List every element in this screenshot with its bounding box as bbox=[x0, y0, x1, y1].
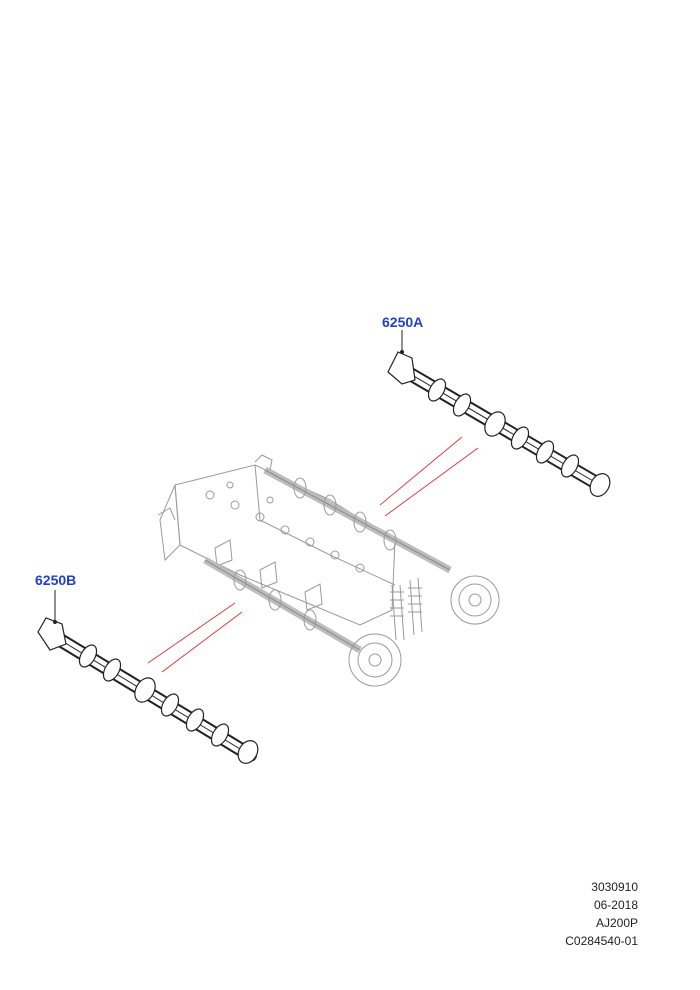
camshaft-a-illustration bbox=[387, 351, 611, 497]
callout-part-6250a[interactable]: 6250A bbox=[382, 314, 424, 330]
location-line-b2 bbox=[161, 611, 243, 673]
callout-b-dot bbox=[53, 620, 57, 624]
cylinder-head-illustration bbox=[157, 454, 500, 687]
callout-part-6250b[interactable]: 6250B bbox=[35, 572, 77, 588]
location-line-a2 bbox=[384, 447, 479, 517]
diagram-metadata: 3030910 06-2018 AJ200P C0284540-01 bbox=[498, 878, 638, 950]
location-line-b1 bbox=[147, 602, 236, 664]
meta-line-3: AJ200P bbox=[595, 916, 638, 930]
location-line-a1 bbox=[379, 436, 463, 506]
meta-line-2: 06-2018 bbox=[593, 898, 638, 912]
camshaft-b-illustration bbox=[37, 617, 259, 764]
meta-line-1: 3030910 bbox=[591, 880, 638, 894]
meta-line-4: C0284540-01 bbox=[565, 934, 638, 948]
callout-a-dot bbox=[400, 350, 404, 354]
